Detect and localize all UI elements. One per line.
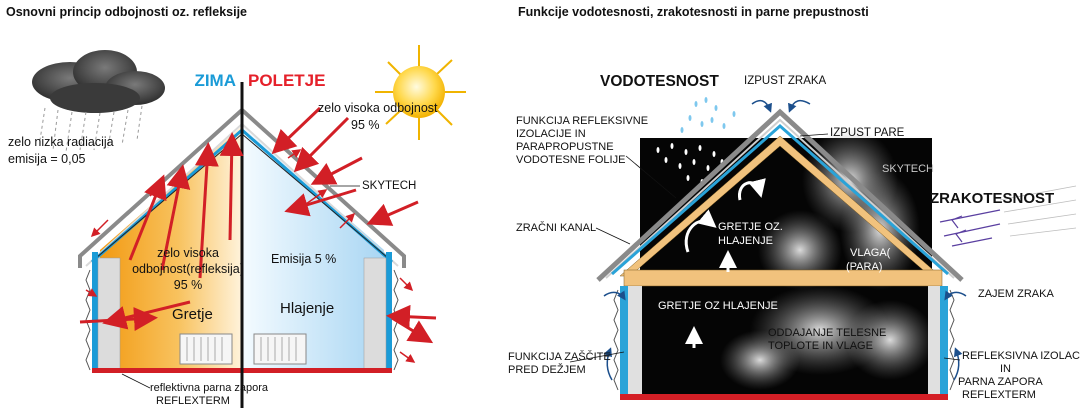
high-reflectivity-value: 95 % [351,118,380,132]
high-reflectivity-label: zelo visoka odbojnost [318,101,438,115]
reflective-function-line-1: FUNKCIJA REFLEKSIVNE [516,115,648,127]
reflection-arrows [79,106,437,344]
airtight-label: ZRAKOTESNOST [930,190,1054,207]
skytech-label: SKYTECH [362,180,416,192]
vapor-barrier-leader-line [121,373,151,389]
radiator-icon [179,333,233,365]
air-flow-arrows [603,99,967,381]
heating-label: Gretje [172,306,213,323]
moisture-line-1: VLAGA( [850,247,891,259]
vapor-barrier-label: reflektivna parna zapora [150,382,269,394]
raindrops-dark-icon [656,143,724,185]
reflective-insulation-line-1: REFLEKSIVNA IZOLACIJA [962,350,1080,362]
vapor-exhaust-label: IZPUST PARE [830,127,905,139]
low-radiation-label: zelo nizka radiacija [8,135,114,149]
rain-protection-line-2: PRED DEŽJEM [508,363,586,376]
white-airflow-arrows [684,178,766,348]
attic-heating-line-1: GRETJE OZ. [718,221,783,233]
air-channel-label: ZRAČNI KANAL [516,221,596,234]
emission-value-label: emisija = 0,05 [8,152,86,166]
right-vapor-barrier-floor [620,394,948,400]
rain-protection-line-1: FUNKCIJA ZAŠČITE [508,350,611,363]
right-walls [613,286,955,396]
right-skytech-label: SKYTECH [882,163,934,175]
reflective-insulation-line-2: IN [1000,363,1011,375]
left-panel-title: Osnovni princip odbojnosti oz. refleksij… [6,5,247,19]
right-leader-lines [569,133,961,363]
raindrops-icon [680,97,736,133]
body-heat-line-1: ODDAJANJE TELESNE [768,327,886,339]
moisture-line-2: (PARA) [846,261,882,273]
waterproof-label: VODOTESNOST [600,73,719,90]
room-heating-label: GRETJE OZ HLAJENJE [658,300,778,312]
winter-label: ZIMA [194,71,236,90]
air-intake-label: ZAJEM ZRAKA [978,288,1054,300]
reflect-line-2: odbojnost(refleksija) [132,262,244,276]
cooler-icon [253,333,307,365]
rain-cloud-icon [32,50,165,153]
reflective-insulation-line-3: PARNA ZAPORA [958,376,1043,388]
right-roof [596,108,964,287]
vapor-barrier-product: REFLEXTERM [156,395,230,407]
body-heat-line-2: TOPLOTE IN VLAGE [768,340,873,352]
reflective-function-line-4: VODOTESNE FOLIJE [516,154,625,166]
small-reflection-arrows [85,149,416,363]
cooled-interior [242,126,384,370]
reflect-line-1: zelo visoka [157,246,219,260]
cooling-label: Hlajenje [280,300,334,317]
right-panel-title: Funkcije vodotesnosti, zrakotesnosti in … [518,5,869,19]
emission-label: Emisija 5 % [271,252,336,266]
reflective-function-line-3: PARAPROPUSTNE [516,141,614,153]
summer-label: POLETJE [248,71,325,90]
wind-arrows [939,209,1001,247]
attic-heating-line-2: HLAJENJE [718,235,773,247]
air-exhaust-label: IZPUST ZRAKA [744,75,827,87]
sun-icon [375,45,466,140]
reflective-function-line-2: IZOLACIJE IN [516,128,586,140]
reflective-insulation-line-4: REFLEXTERM [962,389,1036,401]
wind-streaks [999,185,1077,237]
reflect-line-3: 95 % [174,278,203,292]
